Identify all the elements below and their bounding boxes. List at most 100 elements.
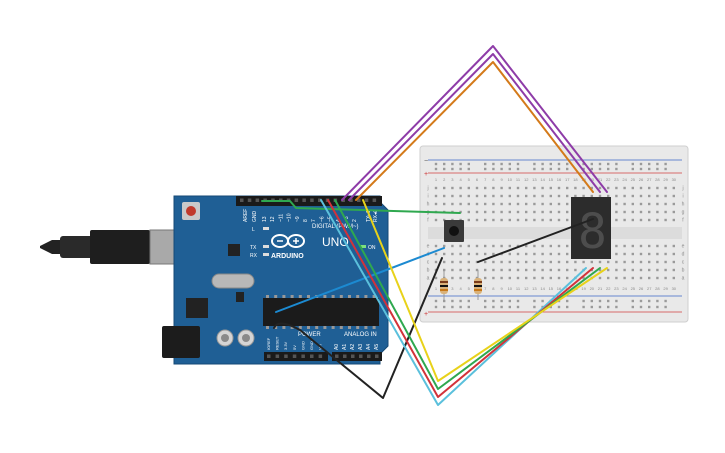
column-number: 24 [622, 177, 627, 182]
breadboard-hole [648, 218, 651, 222]
ic-pin [356, 326, 360, 329]
rail-hole [443, 162, 446, 166]
pushbutton[interactable] [444, 220, 464, 242]
breadboard-hole [434, 194, 438, 198]
rail-sign-minus: − [424, 158, 428, 165]
power-pin-label: IOREF [266, 337, 271, 350]
analog-pin-label: A1 [342, 344, 348, 350]
breadboard-hole [484, 252, 487, 256]
rail-hole [500, 167, 503, 171]
column-number: 13 [532, 177, 537, 182]
ic-pin [274, 295, 278, 298]
ic-pin [323, 295, 327, 298]
breadboard-hole [631, 202, 634, 206]
breadboard-hole [590, 260, 593, 264]
breadboard-hole [475, 194, 479, 198]
rail-hole [516, 167, 520, 171]
rail-hole [639, 305, 643, 309]
column-number: 26 [639, 286, 644, 291]
breadboard-hole [467, 218, 470, 222]
header-pin [318, 198, 322, 202]
breadboard-hole [459, 202, 462, 206]
rail-hole [451, 299, 454, 303]
header-pin [302, 198, 306, 202]
rail-hole [459, 162, 462, 166]
breadboard-hole [566, 244, 569, 248]
rail-hole [582, 305, 585, 309]
power-pin-label: 5V [292, 345, 297, 350]
breadboard-hole [615, 202, 618, 206]
reset-button-cap[interactable] [186, 206, 196, 216]
breadboard-hole [557, 186, 561, 190]
tx-led-label: TX [250, 245, 257, 251]
ic-pin [339, 295, 343, 298]
wire-green [261, 200, 461, 214]
rail-hole [533, 299, 536, 303]
wire-yellow [362, 199, 608, 382]
breadboard-hole [639, 194, 643, 198]
tx-led [263, 245, 269, 248]
breadboard-hole [574, 186, 577, 190]
breadboard-hole [598, 260, 602, 264]
column-number: 8 [492, 177, 495, 182]
breadboard-hole [443, 218, 446, 222]
breadboard-hole [516, 252, 520, 256]
breadboard-hole [557, 194, 561, 198]
column-number: 14 [540, 286, 545, 291]
rail-hole [639, 167, 643, 171]
breadboard-hole [615, 210, 618, 214]
column-number: 7 [484, 286, 487, 291]
breadboard-hole [631, 260, 634, 264]
breadboard-hole [598, 276, 602, 280]
breadboard-hole [590, 186, 593, 190]
breadboard-hole [443, 194, 446, 198]
breadboard-hole [484, 244, 487, 248]
breadboard-hole [467, 210, 470, 214]
breadboard-hole [623, 202, 626, 206]
rail-hole [549, 305, 552, 309]
breadboard-hole [500, 218, 503, 222]
header-pin [335, 354, 339, 358]
breadboard-hole [566, 260, 569, 264]
breadboard-hole [533, 244, 536, 248]
rail-hole [467, 305, 470, 309]
rail-hole [451, 305, 454, 309]
capacitor-left-top [221, 334, 229, 342]
breadboard-hole [533, 268, 536, 272]
column-number: 30 [672, 286, 677, 291]
breadboard-hole [549, 218, 552, 222]
breadboard-hole [541, 202, 544, 206]
breadboard-hole [623, 194, 626, 198]
breadboard-hole [549, 210, 552, 214]
breadboard-hole [590, 194, 593, 198]
rx-pin-label: RX◂0 [373, 210, 379, 222]
header-pin [247, 198, 252, 202]
seven-segment-display: 8 [571, 197, 611, 260]
column-number: 3 [451, 177, 454, 182]
voltage-regulator [186, 298, 208, 318]
rail-hole [492, 162, 495, 166]
brand-label: ARDUINO [271, 253, 304, 260]
breadboard-hole [631, 210, 634, 214]
power-pin-label: GND [300, 341, 305, 350]
rx-led-label: RX [250, 253, 258, 259]
wire-purple-1 [341, 45, 608, 201]
header-pin [375, 354, 379, 358]
breadboard-hole [623, 244, 626, 248]
breadboard-hole [549, 202, 552, 206]
breadboard-hole [533, 276, 536, 280]
breadboard-hole [623, 252, 626, 256]
breadboard-hole [508, 186, 511, 190]
breadboard-hole [672, 260, 675, 264]
breadboard-hole [639, 202, 643, 206]
breadboard-hole [475, 186, 479, 190]
power-pin-label: GND [309, 341, 314, 350]
column-number: 21 [598, 177, 603, 182]
rail-hole [590, 305, 593, 309]
breadboard-hole [541, 218, 544, 222]
rail-hole [443, 167, 446, 171]
rail-hole [590, 167, 593, 171]
rail-hole [541, 167, 544, 171]
analog-pin-label: A5 [374, 344, 380, 350]
